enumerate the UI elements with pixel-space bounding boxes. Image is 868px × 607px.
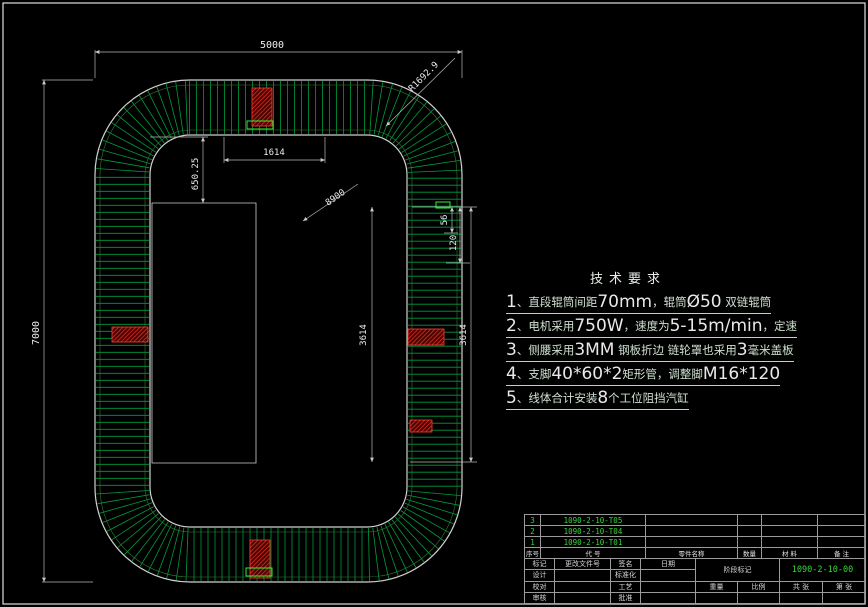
page-label-cell: 第 张 [823, 582, 866, 593]
tb-cell [818, 526, 866, 537]
tech-requirements-title: 技术要求 [590, 272, 667, 287]
weight-label-cell: 重量 [696, 582, 738, 593]
tb-cell: 代 号 [541, 548, 646, 559]
title-block-lower: 标记更改文件号签名日期设计 标准化校对 工艺审核 批准 阶段标记 重量 比例 1090… [524, 559, 866, 604]
tb-cell: 校对 [525, 581, 555, 593]
tb-cell: 批准 [611, 592, 641, 604]
tb-cell: 审核 [525, 592, 555, 604]
tech-line: 4、支脚40*60*2矩形管，调整脚M16*120 [506, 364, 781, 386]
tb-cell [738, 537, 762, 548]
conveyor-inner-edge [149, 134, 408, 528]
dim-straight-inner: 3614 [359, 324, 369, 346]
conveyor-outer-edge [94, 79, 463, 583]
drive-unit-left [111, 326, 149, 343]
drawing-number: 1090-2-10-00 [780, 559, 866, 582]
empty-cell [780, 593, 823, 604]
stop-plate-bottom [245, 567, 273, 577]
tb-cell: 日期 [641, 559, 696, 571]
tb-cell: 2 [525, 526, 541, 537]
tb-cell [641, 592, 696, 604]
tb-cell [738, 526, 762, 537]
tb-cell [738, 515, 762, 526]
tb-cell: 签名 [611, 559, 641, 571]
dim-opening-width: 1614 [263, 148, 285, 158]
tech-line: 1、直段辊筒间距70mm，辊筒Ø50 双链辊筒 [506, 292, 772, 314]
tb-cell [818, 537, 866, 548]
belt-centerline [123, 108, 435, 555]
empty-cell [696, 593, 738, 604]
tb-cell [762, 537, 818, 548]
tb-cell: 工艺 [611, 581, 641, 593]
tb-cell: 1 [525, 537, 541, 548]
dim-radius-inner: 8900 [324, 188, 348, 209]
drive-unit-top [251, 87, 273, 127]
tech-line: 2、电机采用750W，速度为5-15m/min，定速 [506, 316, 798, 338]
tb-cell: 1090-2-10-T01 [541, 537, 646, 548]
outer-chain-guard [99, 84, 458, 578]
tb-cell [641, 581, 696, 593]
tb-cell [641, 570, 696, 582]
tb-cell: 1090-2-10-T05 [541, 515, 646, 526]
tb-cell [555, 592, 611, 604]
stage-mark-cell: 阶段标记 [696, 559, 780, 582]
dim-top-offset: 650.25 [191, 158, 201, 191]
tb-cell [646, 526, 738, 537]
tech-line: 3、侧腰采用3MM 钢板折边 链轮罩也采用3毫米盖板 [506, 340, 794, 362]
tb-cell [762, 526, 818, 537]
scale-label-cell: 比例 [738, 582, 780, 593]
inner-chain-guard [144, 129, 413, 533]
tb-cell [646, 515, 738, 526]
drive-unit-right [407, 328, 445, 346]
dim-total-width: 5000 [260, 40, 284, 51]
tb-cell: 序号 [525, 548, 541, 559]
dim-pitch-small: 56 [440, 215, 450, 226]
tb-cell: 更改文件号 [555, 559, 611, 571]
tb-cell [762, 515, 818, 526]
tb-cell [555, 581, 611, 593]
drive-unit-right-lower [409, 419, 433, 433]
drive-units [111, 87, 445, 579]
tb-cell: 标准化 [611, 570, 641, 582]
title-block-right: 1090-2-10-00 共 张 第 张 [780, 559, 866, 604]
tb-cell: 备 注 [818, 548, 866, 559]
tb-cell: 零件名称 [646, 548, 738, 559]
stop-plate-right [435, 201, 451, 209]
tb-cell: 设计 [525, 570, 555, 582]
tb-cell: 材 料 [762, 548, 818, 559]
empty-cell [738, 593, 780, 604]
inner-frame-rect [151, 202, 257, 464]
tb-cell: 1090-2-10-T04 [541, 526, 646, 537]
dim-pitch-large: 120 [449, 235, 459, 251]
tb-cell [818, 515, 866, 526]
tb-cell: 标记 [525, 559, 555, 571]
dim-total-height: 7000 [31, 321, 42, 345]
tb-cell [555, 570, 611, 582]
tech-line: 5、线体合计安装8个工位阻挡汽缸 [506, 388, 689, 410]
dimension-labels: 5000 7000 1614 650.25 R1692.9 8900 56 12… [31, 40, 469, 346]
dimension-lines [42, 50, 477, 583]
tb-cell: 3 [525, 515, 541, 526]
sheets-label-cell: 共 张 [780, 582, 823, 593]
sig-grid: 标记更改文件号签名日期设计 标准化校对 工艺审核 批准 [525, 559, 696, 604]
dim-straight-outer: 3614 [459, 324, 469, 346]
empty-cell [823, 593, 866, 604]
stop-plates [245, 120, 451, 577]
drive-unit-bottom [249, 539, 271, 579]
stop-plate-top [246, 120, 274, 130]
tb-cell: 数量 [738, 548, 762, 559]
title-block-middle: 阶段标记 重量 比例 [696, 559, 780, 604]
tb-cell [646, 537, 738, 548]
